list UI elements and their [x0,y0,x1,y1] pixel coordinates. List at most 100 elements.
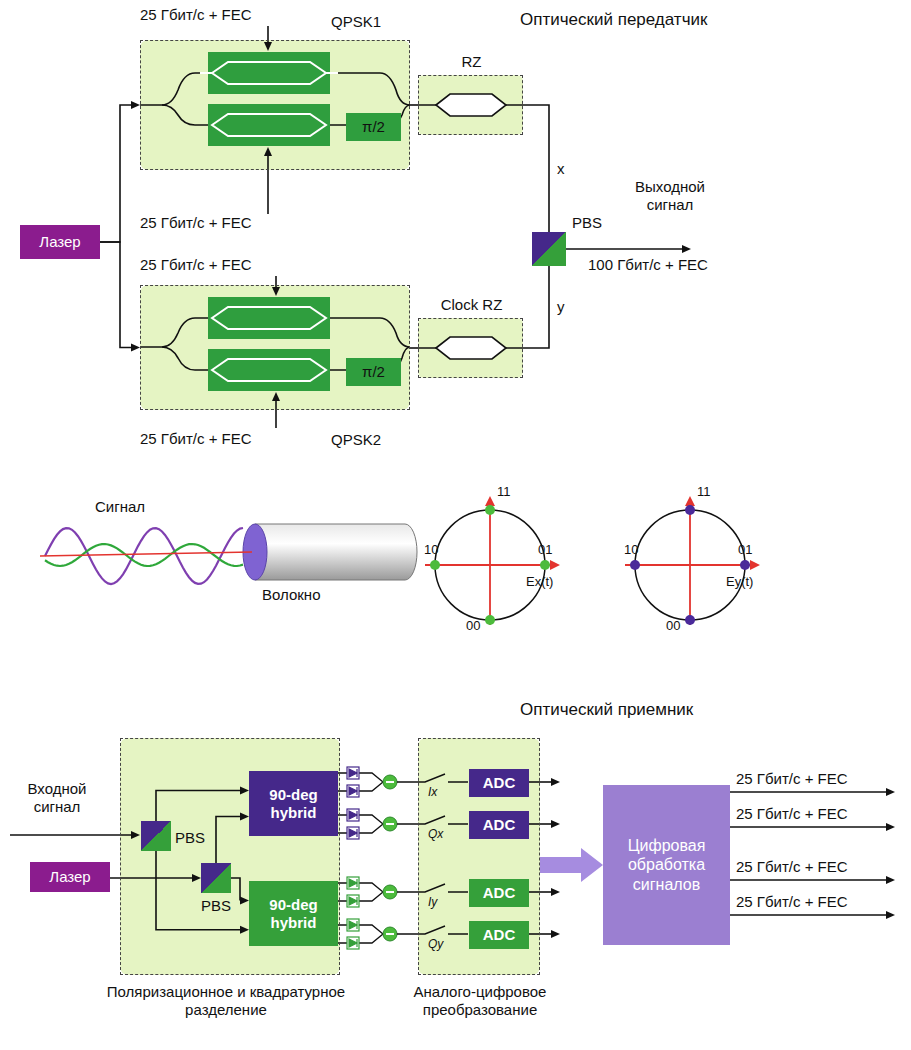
text-label: 25 Гбит/с + FEC [140,430,252,448]
modulator-block [208,104,330,146]
photodetector-chain [347,919,359,931]
constellation [685,505,695,515]
text-label: Qy [428,937,443,951]
text-label: 25 Гбит/с + FEC [736,805,848,823]
text-label: 100 Гбит/с + FEC [588,256,708,274]
modulator-block [208,52,330,94]
group-fill [140,285,410,410]
group-fill [418,75,523,135]
adc-box: ADC [469,769,529,797]
node-label: π/2 [358,363,389,381]
photodetector-chain [383,885,397,899]
phase-shifter: π/2 [346,113,401,141]
connector [156,851,240,930]
photodetector-chain [397,926,468,934]
photodetector-chain [397,816,468,824]
section-title: Оптический передатчик [520,10,707,30]
constellation [430,560,440,570]
fiber-illustration [255,524,417,580]
node-label: Лазер [35,233,84,251]
photodetector-chain [383,817,397,831]
constellation [630,560,640,570]
modulator-block [208,349,330,391]
modulator-group: QPSK1π/2 [140,40,410,170]
text-label: Ex(t) [526,574,553,590]
photodetector-chain [349,879,357,887]
photodetector-chain [397,884,468,892]
rz-group: RZ [418,75,523,135]
text-label: 00 [466,618,480,634]
signal-wave [40,552,252,556]
output-arrow [728,791,886,793]
text-label: 11 [497,484,511,500]
laser-box: Лазер [30,862,110,892]
connector [216,817,240,864]
constellation [485,496,560,570]
photodetector-chain [349,811,357,819]
constellation [425,503,553,625]
mzm-outline [212,359,326,381]
text-label: 25 Гбит/с + FEC [736,858,848,876]
adc-box: ADC [469,879,529,907]
photodetector-chain [386,933,394,935]
constellation [685,496,760,570]
constellation [630,505,750,625]
modulator-group: QPSK2π/2 [140,285,410,410]
node-label: ADC [479,774,520,792]
node-label: ADC [479,816,520,834]
fiber-illustration [243,524,417,580]
node-heading: RZ [419,53,524,71]
laser-box: Лазер [20,225,100,259]
photodetector-chain [347,937,359,949]
text-label: 25 Гбит/с + FEC [140,6,252,24]
constellation [430,505,550,625]
rz-modulator [436,94,506,116]
output-arrow [728,914,886,916]
text-label: 11 [697,484,711,500]
photodetector-chain [386,891,394,893]
output-arrow [728,826,886,828]
node-heading: Clock RZ [419,296,524,314]
connector [523,105,549,232]
text-label: 10 [424,542,438,558]
constellation [485,615,495,625]
pbs-splitter: PBS [141,821,171,851]
constellation [540,560,550,570]
node-label: Лазер [45,868,94,886]
text-label: 25 Гбит/с + FEC [736,893,848,911]
text-label: Iy [428,895,437,909]
data-input-arrow [566,248,682,250]
text-label: 25 Гбит/с + FEC [140,214,252,232]
hybrid-box: 90-deg hybrid [249,771,338,836]
text-label: 10 [624,542,638,558]
photodetector-chain [349,897,357,905]
node-label: 90-deg hybrid [249,786,338,822]
connector [100,105,131,242]
node-label: π/2 [358,118,389,136]
text-label: Волокно [262,586,320,604]
text-label: 01 [738,542,752,558]
mzm-outline [200,62,338,84]
text-label: 01 [538,542,552,558]
photodetector-chain [347,809,359,821]
rz-modulator [436,94,506,359]
text-label: Ix [428,785,437,799]
node-heading: PBS [175,829,205,847]
text-label: Ey(t) [726,574,753,590]
connector [100,242,131,348]
photodetector-chain [347,827,359,839]
node-heading: QPSK2 [331,431,381,449]
connector [523,266,549,348]
edge-label: x [557,160,565,178]
constellation [740,560,750,570]
rz-group: Clock RZ [418,318,523,378]
node-heading: QPSK1 [331,13,381,31]
group-fill [140,40,410,170]
photodetector-chain [347,785,359,797]
node-label: Цифровая обработка сигналов [603,836,730,894]
modulator-block [208,297,330,339]
data-input-arrow [10,834,131,836]
photodetector-chain [349,829,357,837]
